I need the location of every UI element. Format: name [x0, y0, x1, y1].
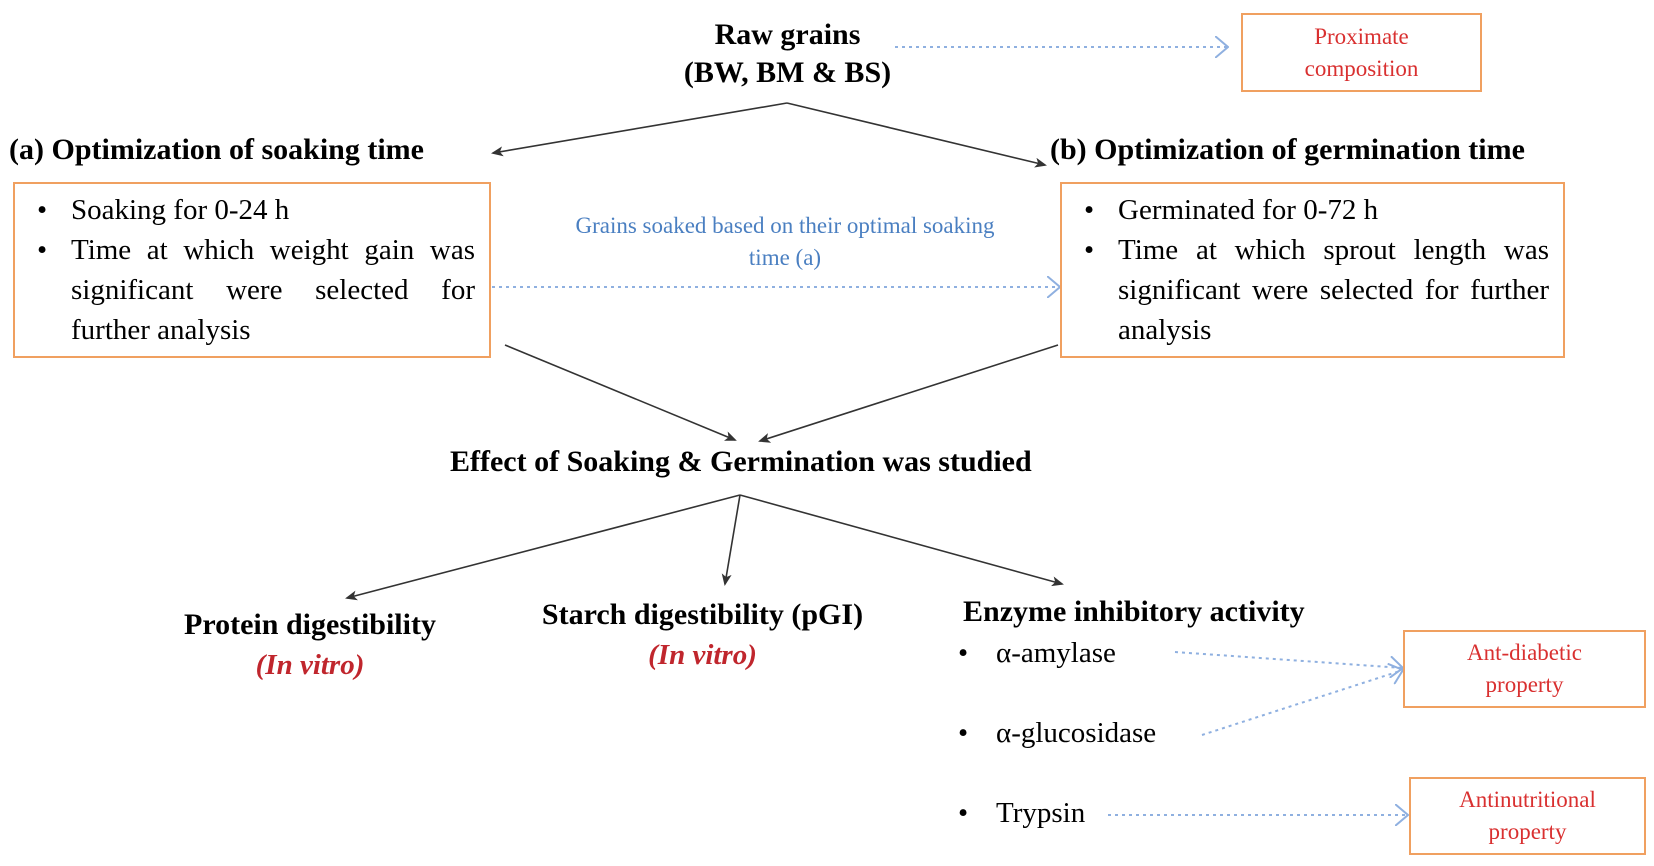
raw-grains-label: Raw grains (BW, BM & BS)	[640, 16, 935, 92]
enzyme-item-label: α-amylase	[996, 637, 1116, 669]
enzyme-item-trypsin: •Trypsin	[958, 797, 1086, 829]
antidiabetic-line2: property	[1485, 672, 1564, 697]
soaking-item: Time at which weight gain was significan…	[29, 230, 475, 350]
enzyme-item-amylase: •α-amylase	[958, 637, 1116, 669]
soaking-item: Soaking for 0-24 h	[29, 190, 475, 230]
arrow-raw-to-soaking	[491, 102, 788, 157]
enzyme-item-glucosidase: •α-glucosidase	[958, 717, 1157, 749]
antinutritional-line1: Antinutritional	[1459, 787, 1596, 812]
germination-item: Time at which sprout length was signific…	[1076, 230, 1549, 350]
dotted-arrow-glucosidase-to-antidiabetic	[1201, 670, 1403, 736]
soaking-to-germination-note: Grains soaked based on their optimal soa…	[525, 210, 1045, 274]
germination-box: Germinated for 0-72 h Time at which spro…	[1060, 182, 1565, 358]
protein-digestibility: Protein digestibility (In vitro)	[145, 605, 475, 685]
arrow-germination-to-effect	[758, 344, 1059, 443]
enzyme-title: Enzyme inhibitory activity	[963, 595, 1305, 628]
arrow-effect-to-enzyme	[739, 494, 1064, 587]
note-line1: Grains soaked based on their optimal soa…	[575, 213, 995, 238]
raw-grains-line2: (BW, BM & BS)	[683, 56, 892, 89]
proximate-line2: composition	[1304, 55, 1419, 81]
effect-title: Effect of Soaking & Germination was stud…	[450, 445, 1032, 478]
proximate-composition-box: Proximate composition	[1241, 13, 1482, 92]
enzyme-item-label: α-glucosidase	[996, 717, 1157, 749]
enzyme-item-label: Trypsin	[996, 797, 1086, 829]
protein-invitro: (In vitro)	[255, 649, 365, 681]
arrow-effect-to-protein	[345, 494, 741, 601]
antinutritional-line2: property	[1488, 819, 1567, 844]
soaking-box: Soaking for 0-24 h Time at which weight …	[13, 182, 491, 358]
arrow-raw-to-germination	[786, 102, 1047, 168]
arrow-effect-to-starch	[721, 494, 741, 586]
antidiabetic-line1: Ant-diabetic	[1467, 640, 1582, 665]
note-line2: time (a)	[748, 245, 822, 270]
raw-grains-line1: Raw grains	[714, 18, 861, 51]
antidiabetic-property-box: Ant-diabetic property	[1403, 630, 1646, 708]
dotted-arrow-amylase-to-antidiabetic	[1174, 651, 1403, 668]
protein-title: Protein digestibility	[184, 608, 436, 641]
germination-item: Germinated for 0-72 h	[1076, 190, 1549, 230]
germination-list: Germinated for 0-72 h Time at which spro…	[1076, 190, 1549, 350]
arrow-soaking-to-effect	[504, 344, 737, 441]
soaking-list: Soaking for 0-24 h Time at which weight …	[29, 190, 475, 350]
germination-heading: (b) Optimization of germination time	[1050, 133, 1525, 166]
soaking-heading: (a) Optimization of soaking time	[9, 133, 424, 166]
proximate-line1: Proximate	[1314, 23, 1409, 49]
starch-title: Starch digestibility (pGI)	[541, 598, 864, 631]
antinutritional-property-box: Antinutritional property	[1409, 777, 1646, 855]
starch-invitro: (In vitro)	[648, 639, 757, 671]
starch-digestibility: Starch digestibility (pGI) (In vitro)	[510, 595, 895, 675]
